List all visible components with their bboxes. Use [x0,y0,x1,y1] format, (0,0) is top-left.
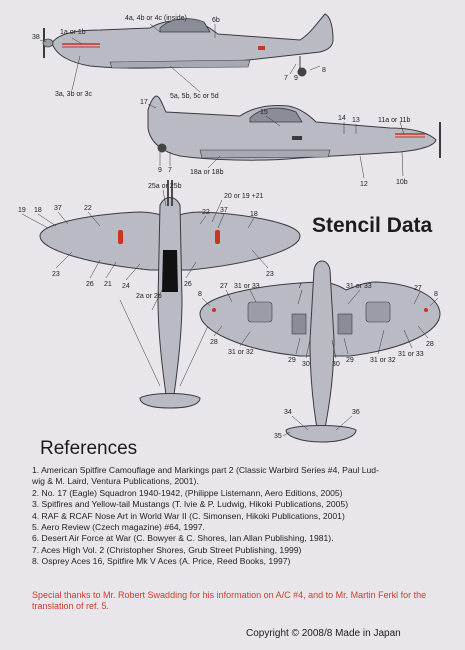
fuselage-side [147,95,437,161]
reference-item: 6. Desert Air Force at War (C. Bowyer & … [32,533,334,544]
callout-label: 9 [158,167,162,174]
callout-label: 38 [32,34,40,41]
callout-label: 8 [434,291,438,298]
special-thanks: Special thanks to Mr. Robert Swadding fo… [32,590,427,612]
callout-label: 23 [52,271,60,278]
reference-item: 2. No. 17 (Eagle) Squadron 1940-1942, (P… [32,487,343,498]
callout-label: 26 [184,281,192,288]
callout-label: 29 [346,357,354,364]
callout-label: 37 [220,207,228,214]
callout-label: 36 [352,409,360,416]
callout-label: 23 [266,271,274,278]
anti-glare-panel [162,250,178,292]
callout-label: 18 [34,207,42,214]
stencil-mark [215,230,220,244]
callout-label: 34 [284,409,292,416]
canopy [249,107,303,123]
callout-label: 31 or 33 [346,283,372,290]
callout-label: 3a, 3b or 3c [55,91,92,98]
spitfire-plan-view-underside: 8 27 31 or 33 7 31 or 33 27 8 28 31 or 3… [198,260,441,443]
callout-label: 20 or 19 +21 [224,193,264,200]
callout-label: 27 [220,283,228,290]
callout-label: 12 [360,181,368,188]
callout-label: 11a or 11b [378,117,411,124]
callout-label: 28 [426,341,434,348]
callout-label: 31 or 33 [398,351,424,358]
callout-label: 8 [198,291,202,298]
references-list: 1. American Spitfire Camouflage and Mark… [32,465,442,568]
callout-label: 29 [288,357,296,364]
callout-label: 8 [322,67,326,74]
callout-label: 7 [298,283,302,290]
callout-label: 26 [86,281,94,288]
callout-label: 31 or 32 [370,357,396,364]
callout-label: 37 [54,205,62,212]
callout-label: 9 [294,75,298,82]
reference-item: wig & M. Laird, Ventura Publications, 20… [32,476,199,487]
radiator [365,301,391,323]
callout-label: 10b [396,179,408,186]
stencil-mark [424,308,428,312]
stencil-mark [258,46,265,50]
spitfire-plan-view-top: 25a or 25b 20 or 19 +21 19 18 37 22 22 3… [18,180,301,409]
spinner [42,38,54,48]
reference-item: 1. American Spitfire Camouflage and Mark… [32,465,379,475]
callout-label: 19 [18,207,26,214]
canopy [159,18,211,33]
callout-label: 24 [122,283,130,290]
tail-wheel [157,143,167,153]
fuselage-plan [157,197,183,409]
callout-label: 2a or 2b [136,293,162,300]
callout-label: 21 [104,281,112,288]
reference-item: 8. Osprey Aces 16, Spitfire Mk V Aces (A… [32,556,291,567]
callout-label: 27 [414,285,422,292]
stencil-mark [292,136,302,140]
reference-item: 5. Aero Review (Czech magazine) #64, 199… [32,522,205,533]
reference-item: 4. RAF & RCAF Nose Art in World War II (… [32,510,345,521]
radiator [247,301,273,323]
wing-root [199,149,331,159]
tailplane [139,393,201,409]
callout-label: 7 [168,167,172,174]
callout-label: 31 or 33 [234,283,260,290]
reference-item: 7. Aces High Vol. 2 (Christopher Shores,… [32,544,302,555]
stencil-mark [118,230,123,244]
callout-label: 25a or 25b [148,183,182,190]
copyright: Copyright © 2008/8 Made in Japan [246,628,401,639]
tail-wheel [297,67,307,77]
callout-label: 31 or 32 [228,349,254,356]
callout-label: 13 [352,117,360,124]
callout-label: 5a, 5b, 5c or 5d [170,93,219,100]
callout-label: 22 [202,209,210,216]
callout-label: 30 [332,361,340,368]
spitfire-side-view-1: 38 1a or 1b 4a, 4b or 4c (inside) 6b 3a,… [32,13,334,100]
callout-label: 35 [274,433,282,440]
callout-label: 4a, 4b or 4c (inside) [125,15,187,22]
callout-label: 22 [84,205,92,212]
callout-label: 28 [210,339,218,346]
callout-label: 15 [260,109,268,116]
callout-label: 18a or 18b [190,169,224,176]
callout-label: 6b [212,17,220,24]
wing-root [109,59,251,69]
spitfire-side-view-2: 17 15 14 13 11a or 11b 9 7 18a or 18b 12… [140,95,441,188]
tailplane-underside [285,425,357,443]
callout-label: 18 [250,211,258,218]
callout-label: 1a or 1b [60,29,86,36]
callout-label: 17 [140,99,148,106]
callout-label: 14 [338,115,346,122]
page-title: Stencil Data [312,214,433,237]
callout-label: 30 [302,361,310,368]
callout-label: 7 [284,75,288,82]
references-heading: References [40,438,138,459]
stencil-mark [212,308,216,312]
fuselage-underside [309,260,335,435]
reference-item: 3. Spitfires and Yellow-tail Mustangs (T… [32,499,349,510]
